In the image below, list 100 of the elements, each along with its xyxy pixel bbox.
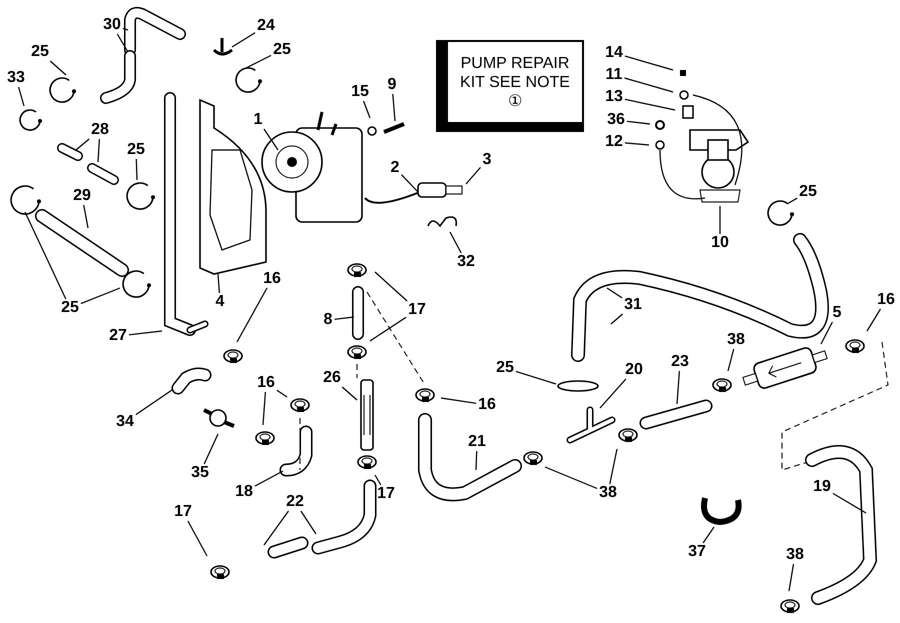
callout-number: 17: [407, 302, 427, 318]
callout-number: 38: [598, 485, 618, 501]
leader-line: [116, 34, 129, 52]
leader-line: [187, 520, 208, 556]
leader-line: [624, 77, 674, 93]
leader-line: [610, 314, 623, 324]
leader-line: [300, 510, 316, 534]
leader-line: [342, 386, 358, 400]
leader-line: [136, 158, 138, 180]
callout-number: 33: [6, 70, 26, 86]
callout-number: 38: [726, 332, 746, 348]
callout-number: 11: [604, 67, 624, 83]
leader-line: [600, 378, 626, 408]
leader-line: [24, 212, 66, 300]
callout-number: 26: [322, 370, 342, 386]
leader-line: [254, 470, 284, 487]
leader-line: [97, 138, 100, 162]
leader-line: [334, 316, 354, 320]
leader-line: [624, 98, 676, 111]
callout-number: 17: [376, 486, 396, 502]
leader-line: [374, 272, 408, 302]
callout-number: 23: [670, 354, 690, 370]
leader-line: [136, 390, 172, 416]
callout-number: 28: [90, 122, 110, 138]
leader-line: [626, 120, 650, 125]
callout-number: 24: [256, 18, 276, 34]
callout-number: 32: [456, 254, 476, 270]
leader-line: [466, 167, 481, 184]
callout-number: 19: [812, 479, 832, 495]
leader-line: [76, 138, 90, 150]
callout-number: 20: [624, 362, 644, 378]
leader-line: [128, 330, 162, 336]
callout-number: 22: [285, 494, 305, 510]
leader-line: [820, 322, 833, 344]
leader-line: [264, 510, 289, 546]
leader-line: [80, 287, 120, 304]
leader-line: [264, 128, 278, 150]
leader-line: [624, 56, 674, 71]
leader-line: [362, 100, 371, 118]
callout-number: 16: [876, 292, 896, 308]
callout-number: 4: [214, 294, 226, 310]
leader-line: [676, 370, 680, 404]
callout-number: 16: [256, 375, 276, 391]
callout-number: 10: [710, 235, 730, 251]
leader-line: [122, 28, 128, 31]
callout-number: 13: [604, 89, 624, 105]
callout-number: 16: [477, 397, 497, 413]
callout-number: 21: [467, 434, 487, 450]
leader-line: [276, 390, 288, 398]
leader-line: [217, 274, 220, 294]
leader-line: [262, 392, 266, 426]
callout-number: 38: [785, 547, 805, 563]
callout-number: 14: [604, 45, 624, 61]
leader-line: [609, 448, 618, 484]
callout-number: 16: [262, 271, 282, 287]
callout-number: 25: [30, 44, 50, 60]
callout-number: 1: [252, 112, 264, 128]
repair-kit-note-box: PUMP REPAIR KIT SEE NOTE ①: [436, 40, 584, 132]
callout-number: 17: [173, 504, 193, 520]
callout-number: 25: [272, 42, 292, 58]
leader-line: [832, 492, 866, 514]
leader-line: [624, 142, 650, 146]
callout-number: 31: [623, 297, 643, 313]
leader-line: [866, 308, 882, 332]
leader-line: [50, 60, 66, 76]
leader-line: [18, 86, 25, 106]
callout-number: 3: [482, 152, 492, 168]
callout-number: 2: [390, 160, 400, 176]
callout-number: 25: [495, 360, 515, 376]
leader-line: [370, 316, 406, 342]
callout-number: 35: [190, 465, 210, 481]
leader-line: [719, 206, 721, 234]
callout-number: 25: [798, 184, 818, 200]
callout-number: 8: [322, 312, 334, 328]
leader-line: [83, 204, 89, 228]
leader-line: [232, 32, 256, 48]
leader-line: [702, 526, 714, 544]
leader-line: [401, 174, 418, 192]
leader-line: [449, 232, 462, 254]
callout-number: 18: [234, 484, 254, 500]
leader-line: [440, 397, 476, 404]
callout-number: 30: [102, 17, 122, 33]
callout-number: 29: [72, 188, 92, 204]
callout-number: 12: [604, 134, 624, 150]
leader-line: [374, 474, 382, 486]
leader-line: [788, 564, 794, 592]
callout-number: 5: [832, 305, 842, 321]
callout-number: 36: [606, 112, 626, 128]
callout-number: 37: [687, 544, 707, 560]
leader-line: [392, 94, 396, 122]
leader-line: [606, 288, 622, 298]
leader-line: [204, 434, 219, 464]
callout-number: 34: [115, 414, 135, 430]
callout-number: 27: [108, 328, 128, 344]
leader-line: [516, 370, 556, 385]
leader-line: [246, 54, 272, 69]
callout-number: 25: [126, 142, 146, 158]
leader-line: [544, 466, 598, 490]
callout-number: 25: [60, 300, 80, 316]
leader-line: [236, 288, 268, 342]
